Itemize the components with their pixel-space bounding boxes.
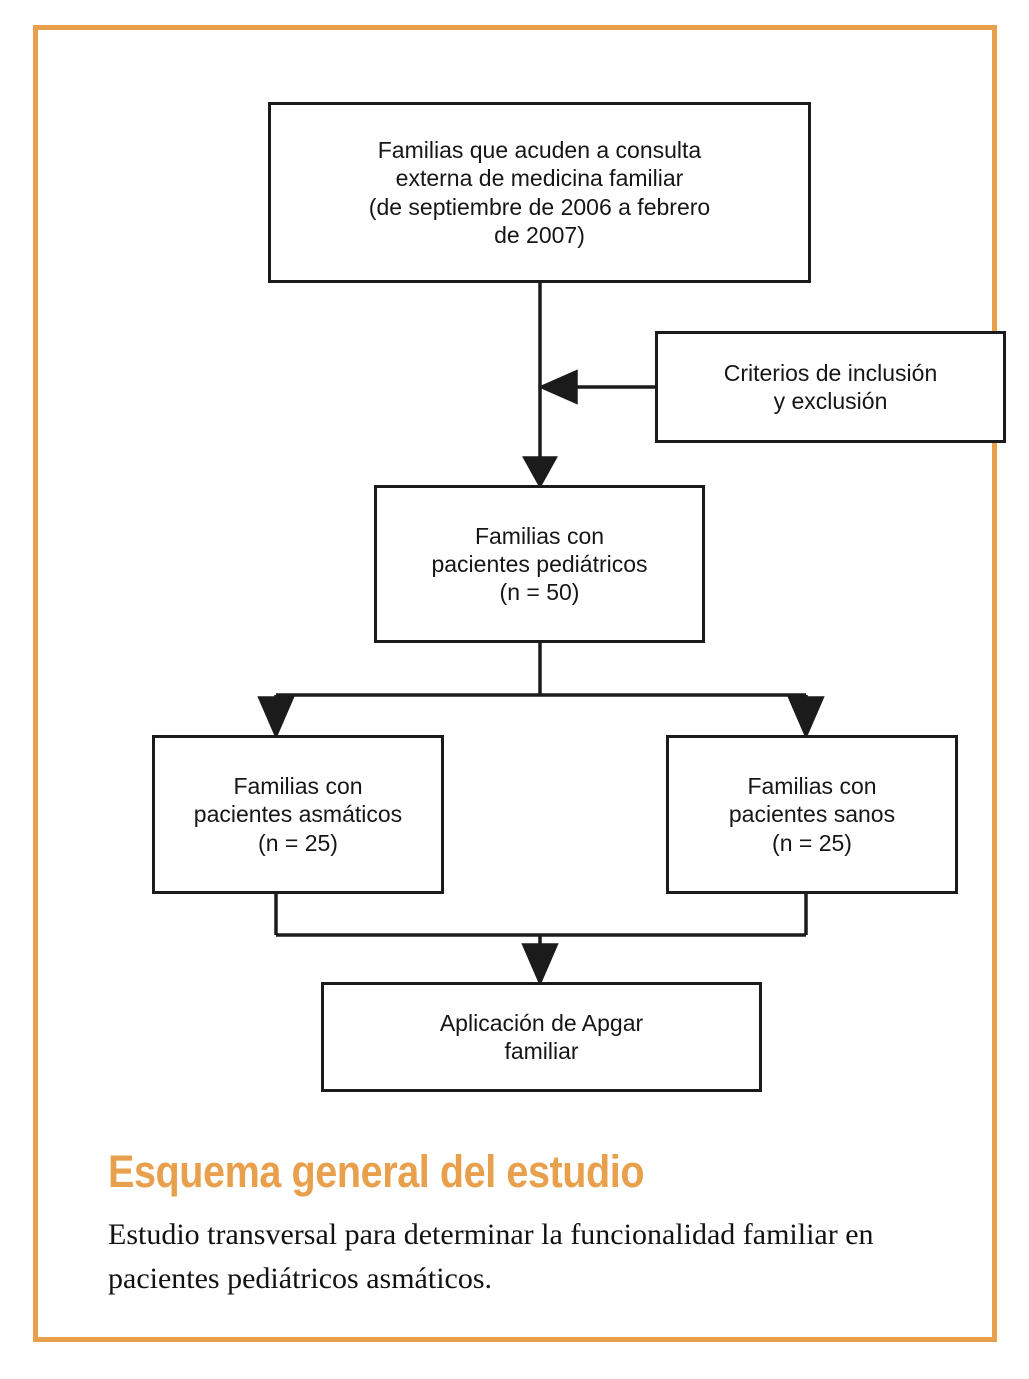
node-healthy-families-label: Familias con pacientes sanos (n = 25)	[728, 773, 896, 856]
node-inclusion-exclusion-criteria-label: Criterios de inclusión y exclusión	[723, 359, 938, 414]
node-source-families-label: Familias que acuden a consulta externa d…	[368, 137, 711, 248]
node-source-families: Familias que acuden a consulta externa d…	[268, 102, 811, 283]
node-asthmatic-families-label: Familias con pacientes asmáticos (n = 25…	[193, 773, 403, 856]
caption-title: Esquema general del estudio	[108, 1146, 645, 1197]
node-apgar-application-label: Aplicación de Apgar familiar	[439, 1009, 644, 1064]
flowchart-connectors	[257, 283, 825, 987]
arrowhead-down-healthy	[787, 696, 825, 740]
arrowhead-down-pediatric	[522, 456, 558, 489]
figure-frame: Familias que acuden a consulta externa d…	[33, 25, 1006, 1342]
caption-body: Estudio transversal para determinar la f…	[108, 1218, 874, 1295]
node-pediatric-families: Familias con pacientes pediátricos (n = …	[374, 485, 705, 643]
node-pediatric-families-label: Familias con pacientes pediátricos (n = …	[431, 522, 648, 606]
arrowhead-down-apgar	[521, 943, 559, 987]
caption: Esquema general del estudio Estudio tran…	[108, 1148, 988, 1300]
node-asthmatic-families: Familias con pacientes asmáticos (n = 25…	[152, 735, 444, 894]
arrowhead-left-trunk	[537, 369, 578, 405]
flowchart: Familias que acuden a consulta externa d…	[38, 30, 1029, 1130]
node-inclusion-exclusion-criteria: Criterios de inclusión y exclusión	[655, 331, 1006, 443]
node-healthy-families: Familias con pacientes sanos (n = 25)	[666, 735, 958, 894]
arrowhead-down-asthma	[257, 696, 295, 740]
node-apgar-application: Aplicación de Apgar familiar	[321, 982, 762, 1092]
